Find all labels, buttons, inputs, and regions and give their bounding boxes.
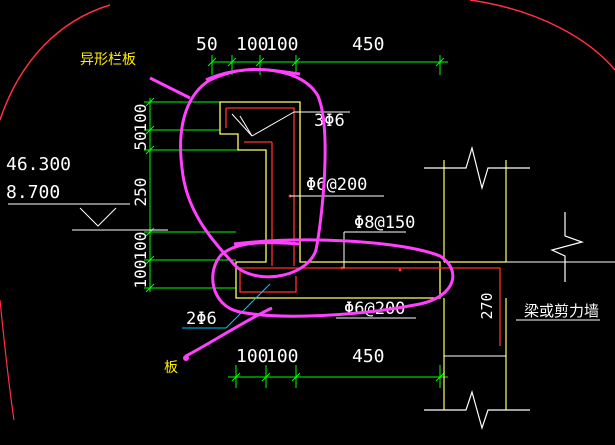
slab-bottom-rebar (239, 268, 297, 293)
label-beam-or-wall: 梁或剪力墙 (524, 302, 599, 320)
top-dimension-chain (207, 55, 448, 75)
bottom-dim-100a: 100 (236, 346, 269, 367)
top-dim-450: 450 (352, 34, 385, 55)
break-lines (424, 145, 585, 431)
bottom-dim-450: 450 (352, 346, 385, 367)
bottom-dimension-chain (228, 365, 448, 388)
note-parapet-stirrup: Φ6@200 (306, 175, 367, 195)
elevation-marker (8, 203, 168, 231)
note-slab-top-bar: Φ8@150 (354, 213, 415, 233)
top-dim-50: 50 (196, 34, 218, 55)
parapet-rebar (225, 107, 295, 266)
note-top-corner-bars: 3Φ6 (314, 111, 345, 131)
left-dim-100-bottom: 100 (131, 260, 150, 289)
elevation-upper: 46.300 (6, 154, 71, 175)
elevation-lower: 8.700 (6, 182, 60, 203)
label-special-parapet: 异形栏板 (80, 52, 136, 68)
parapet-circle-annotation (179, 67, 327, 279)
left-edge-curve (0, 299, 15, 421)
wall-hatch-lines (444, 261, 615, 357)
parapet-concrete-outline (219, 101, 441, 299)
label-slab: 板 (164, 360, 178, 376)
left-dim-50: 50 (131, 131, 150, 150)
note-slab-corner-bars: 2Φ6 (186, 309, 217, 329)
rebar-dot-3 (398, 268, 402, 272)
slab-circle-annotation (211, 238, 455, 318)
beam-or-wall-outline (443, 160, 507, 410)
parapet-pointer-stroke (149, 76, 191, 100)
top-dim-100a: 100 (236, 34, 269, 55)
slab-top-rebar (240, 267, 501, 346)
embed-dim-270: 270 (478, 292, 496, 319)
top-dim-100b: 100 (266, 34, 299, 55)
rebar-dot-2 (340, 266, 344, 270)
slab-pointer-stroke (185, 306, 273, 358)
left-dim-100-mid: 100 (131, 232, 150, 261)
slab-corner-leader (182, 283, 271, 329)
boundary-sketch-curve (0, 0, 615, 121)
slab-pointer-dot (183, 355, 189, 361)
bottom-dim-100b: 100 (266, 346, 299, 367)
left-dim-250: 250 (131, 178, 150, 207)
left-dim-100-top: 100 (131, 104, 150, 133)
